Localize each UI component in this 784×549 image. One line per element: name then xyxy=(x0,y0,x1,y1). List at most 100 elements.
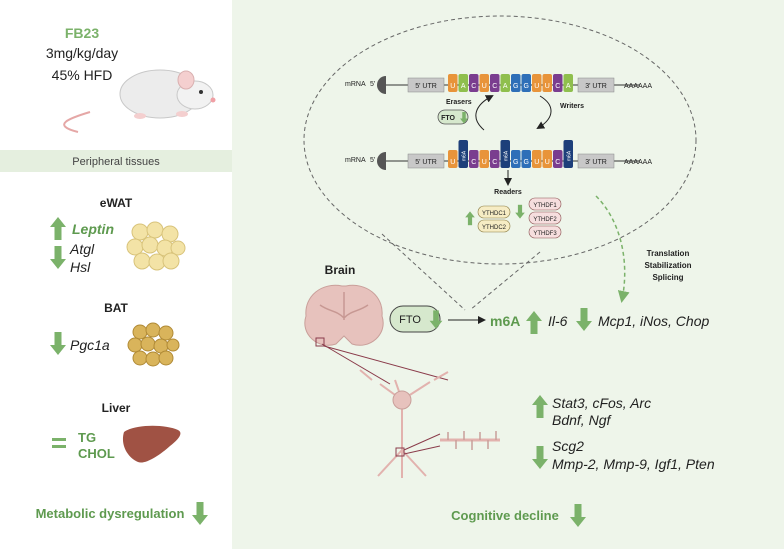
nucleotide-tile xyxy=(532,74,542,92)
eraser-arrow xyxy=(475,95,494,131)
nucleotide-label: U xyxy=(534,159,539,166)
nucleotide-tile xyxy=(458,140,468,168)
nucleotide-tile xyxy=(563,74,573,92)
polya-bottom: AAAAAA xyxy=(624,159,652,166)
down-genes2-line1: Scg2 xyxy=(552,438,584,454)
utr3-label-top: 3' UTR xyxy=(585,83,607,90)
nucleotide-tile xyxy=(542,74,552,92)
nucleotide-label: C xyxy=(555,83,560,90)
brain-zoom-line-1 xyxy=(321,343,391,385)
metabolic-outcome: Metabolic dysregulation xyxy=(36,506,185,521)
nucleotide-label: G xyxy=(524,159,529,166)
ythdf3-label: YTHDF3 xyxy=(533,231,557,237)
five-prime-bottom: 5' xyxy=(370,157,375,164)
treatment-name: FB23 xyxy=(65,25,99,41)
nucleotide-tile xyxy=(490,150,500,168)
nucleotide-label: U xyxy=(482,159,487,166)
down-genes2-line2: Mmp-2, Mmp-9, Igf1, Pten xyxy=(552,456,715,472)
ewat-atgl: Atgl xyxy=(69,241,95,257)
ythdf3-pill xyxy=(528,225,562,239)
nucleotide-label: A xyxy=(461,83,466,90)
nucleotide-tile xyxy=(500,74,510,92)
readers-label: Readers xyxy=(494,189,522,196)
nucleotide-label: U xyxy=(450,83,455,90)
fto-eraser-pill xyxy=(437,109,469,125)
nucleotide-label: m6A xyxy=(566,150,572,161)
up-genes-line1: Stat3, cFos, Arc xyxy=(552,395,651,411)
nucleotide-tile xyxy=(490,74,500,92)
ewat-title: eWAT xyxy=(100,196,133,210)
utr5-box-top xyxy=(407,77,445,93)
writer-arrow xyxy=(536,95,552,130)
nucleotide-tile xyxy=(542,150,552,168)
utr3-box-bottom xyxy=(577,153,615,169)
ythdf1-pill xyxy=(528,197,562,211)
nucleotide-label: G xyxy=(513,159,518,166)
nucleotide-label: A xyxy=(566,83,571,90)
nucleotide-label: m6A xyxy=(503,150,509,161)
brain-label: Brain xyxy=(325,263,356,277)
nucleotide-tile xyxy=(479,150,489,168)
ythdc1-pill xyxy=(477,205,511,219)
peripheral-tissues-bar xyxy=(0,150,232,172)
il6-label: Il-6 xyxy=(548,313,568,329)
cap-icon-bottom xyxy=(377,152,386,170)
bat-title: BAT xyxy=(104,301,128,315)
utr3-label-bottom: 3' UTR xyxy=(585,159,607,166)
ythdf1-label: YTHDF1 xyxy=(533,203,557,209)
utr5-label-bottom: 5' UTR xyxy=(415,159,437,166)
neuron-zoom-line-1 xyxy=(403,433,441,451)
effects-arrow xyxy=(595,195,630,303)
nucleotide-label: U xyxy=(545,83,550,90)
liver-title: Liver xyxy=(102,401,131,415)
neuron-zoom-line-2 xyxy=(403,445,441,455)
nucleotide-tile xyxy=(500,140,510,168)
mrna-label-bottom: mRNA xyxy=(345,157,366,164)
bat-fat-icon xyxy=(127,322,180,367)
dendrite-spines-illustration xyxy=(440,431,500,450)
diet-label: 45% HFD xyxy=(52,67,113,83)
ythdf2-pill xyxy=(528,211,562,225)
nucleotide-tile xyxy=(553,74,563,92)
nucleotide-label: C xyxy=(471,83,476,90)
peripheral-tissues-header: Peripheral tissues xyxy=(72,156,160,168)
mrna-zoom-ellipse xyxy=(303,15,697,265)
nucleotide-tile xyxy=(511,150,521,168)
fto-brain-pill xyxy=(389,305,441,333)
nucleotide-tile xyxy=(532,150,542,168)
ythdf2-label: YTHDF2 xyxy=(533,217,557,223)
treatment-info: FB23 3mg/kg/day 45% HFD xyxy=(46,25,118,83)
writers-label: Writers xyxy=(560,103,584,110)
nucleotide-tile xyxy=(469,74,479,92)
cognitive-outcome: Cognitive decline xyxy=(451,508,559,523)
m6a-label: m6A xyxy=(490,313,520,329)
nucleotide-tile xyxy=(469,150,479,168)
brain-zoom-line-2 xyxy=(323,345,449,381)
fto-brain-label: FTO xyxy=(399,314,421,326)
utr3-box-top xyxy=(577,77,615,93)
ewat-hsl: Hsl xyxy=(70,259,91,275)
fto-eraser-label: FTO xyxy=(441,115,455,122)
zoom-guide-left xyxy=(381,233,466,311)
cap-icon-top xyxy=(377,76,386,94)
nucleotide-tile xyxy=(553,150,563,168)
polya-top: AAAAAA xyxy=(624,83,652,90)
effect-splicing: Splicing xyxy=(652,273,683,282)
erasers-label: Erasers xyxy=(446,99,472,106)
liver-tg: TG xyxy=(78,430,96,445)
liver-chol: CHOL xyxy=(78,446,115,461)
nucleotide-label: C xyxy=(471,159,476,166)
five-prime-top: 5' xyxy=(370,81,375,88)
up-genes-line2: Bdnf, Ngf xyxy=(552,412,612,428)
nucleotide-tile xyxy=(563,140,573,168)
ythdc1-label: YTHDC1 xyxy=(482,211,507,217)
utr5-box-bottom xyxy=(407,153,445,169)
nucleotide-label: G xyxy=(524,83,529,90)
neuron-zoom-box xyxy=(395,447,405,457)
utr5-label-top: 5' UTR xyxy=(415,83,437,90)
nucleotide-tile xyxy=(479,74,489,92)
nucleotide-tile xyxy=(521,74,531,92)
